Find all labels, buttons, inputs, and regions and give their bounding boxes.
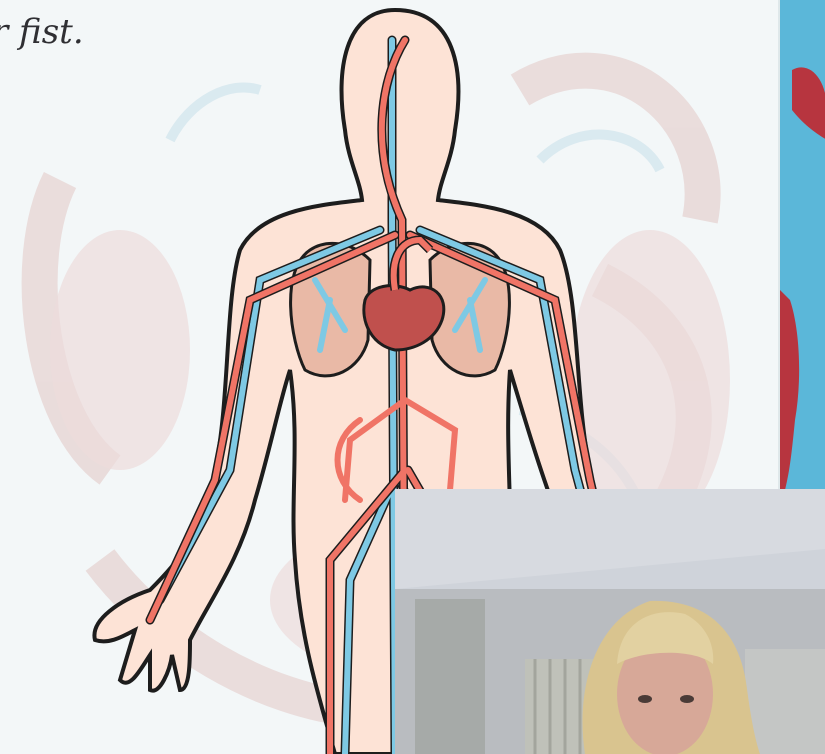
webcam-feed [395,489,825,754]
presenter-video[interactable] [395,489,825,754]
